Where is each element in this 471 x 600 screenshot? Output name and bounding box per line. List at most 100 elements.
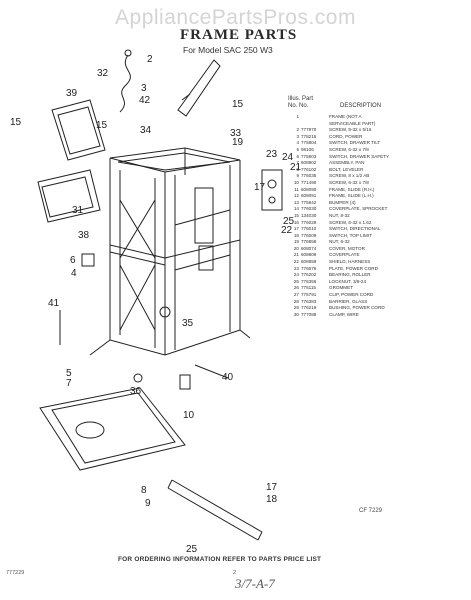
page-number: 2	[233, 570, 237, 576]
callout-6: 6	[70, 255, 76, 266]
slide-frame	[167, 479, 263, 541]
part-description: NUT, 6-32	[329, 239, 350, 245]
part-key: 3	[296, 133, 299, 139]
part-description: BUSHING, POWER CORD	[329, 305, 385, 311]
frame-assembly	[89, 147, 251, 356]
part-number: 777970	[301, 127, 317, 133]
part-number: 775803	[301, 153, 317, 159]
part-number: 776115	[301, 285, 316, 291]
callout-15-a: 15	[10, 117, 22, 128]
header-no: No.	[288, 103, 298, 109]
part-key: 14	[293, 206, 299, 212]
watermark: AppliancePartsPros.com	[115, 6, 356, 29]
callout-8: 8	[141, 485, 147, 496]
callout-32: 32	[97, 68, 109, 79]
part-description: SWITCH, DIRECTIONAL	[329, 226, 381, 232]
part-number: 776356	[301, 278, 317, 284]
part-key: 11	[294, 186, 299, 192]
part-description: GROMMET	[329, 285, 353, 291]
header-description: DESCRIPTION	[340, 103, 382, 109]
part-number: 776858	[301, 239, 317, 245]
part-key: 23	[293, 265, 299, 271]
part-number: 775804	[301, 140, 317, 146]
parts-row: SERVICEABLE PART)	[288, 121, 463, 128]
callout-2: 2	[147, 54, 153, 65]
callout-4: 4	[71, 268, 77, 279]
part-number: 608074	[301, 245, 317, 251]
callout-10: 10	[183, 410, 195, 421]
part-description: SWITCH, DRAWER TILT	[329, 140, 381, 146]
part-description: BOLT, LEVELER	[329, 166, 364, 172]
part-description: CORD, POWER	[329, 133, 363, 139]
part-key: 22	[293, 259, 299, 265]
callout-23: 23	[266, 149, 278, 160]
callout-25-b: 25	[186, 544, 198, 555]
part-number: 608859	[301, 259, 317, 265]
part-description: FRAME, SLIDE (R.H.)	[329, 186, 375, 192]
callout-17-a: 17	[254, 182, 266, 193]
part-description: LOCKNUT, 3/8-24	[329, 278, 367, 284]
part-number: 608091	[301, 193, 317, 199]
part-key: 6	[296, 153, 299, 159]
part-key: 18	[293, 232, 299, 238]
part-number: 98106	[301, 146, 314, 152]
part-description: CLIP, POWER CORD	[329, 292, 374, 298]
part-key: 16	[293, 219, 299, 225]
part-description: FRAME, SLIDE (L.H.)	[329, 193, 374, 199]
part-number: 776219	[301, 305, 317, 311]
callout-19: 19	[232, 137, 244, 148]
part-key: 13	[293, 199, 299, 205]
part-number: 777088	[301, 311, 317, 317]
part-number: 776202	[301, 272, 317, 278]
callout-9: 9	[145, 498, 151, 509]
part-description: FRAME (NOT A	[329, 114, 362, 119]
callout-24: 24	[282, 152, 294, 163]
callout-39: 39	[66, 88, 78, 99]
part-number: 775842	[301, 199, 317, 205]
part-description: BUMPER (4)	[329, 199, 356, 205]
part-key: 7	[296, 160, 299, 166]
callout-15-c: 15	[232, 99, 244, 110]
part-number: 776010	[301, 226, 317, 232]
callout-34: 34	[140, 125, 152, 136]
parts-list-header: Illus. Part No. No. DESCRIPTION	[288, 96, 381, 110]
page-title: FRAME PARTS	[180, 27, 298, 43]
part-number: 776029	[301, 219, 317, 225]
part-description: SHIELD, HARNESS	[329, 259, 371, 265]
part-number: 608090	[301, 186, 317, 192]
part-description: SCREW, 8-32 x 5/16	[329, 127, 372, 133]
part-key: 27	[293, 292, 299, 298]
part-number: 771490	[301, 179, 317, 185]
part-description: SCREW, 8 x 1/2 AB	[329, 173, 370, 179]
callout-33: 33	[230, 128, 242, 139]
part-key: 25	[293, 278, 299, 284]
part-key: 5	[296, 146, 299, 152]
part-description: COVER, MOTOR	[329, 245, 365, 251]
part-key: 10	[293, 179, 299, 185]
part-number: 134030	[301, 212, 317, 218]
part-key: 4	[296, 140, 299, 146]
part-description: SWITCH, TOP LIMIT	[329, 232, 372, 238]
part-key: 8	[296, 166, 299, 172]
part-description: COVERPLATE, SPROCKET	[329, 206, 388, 212]
